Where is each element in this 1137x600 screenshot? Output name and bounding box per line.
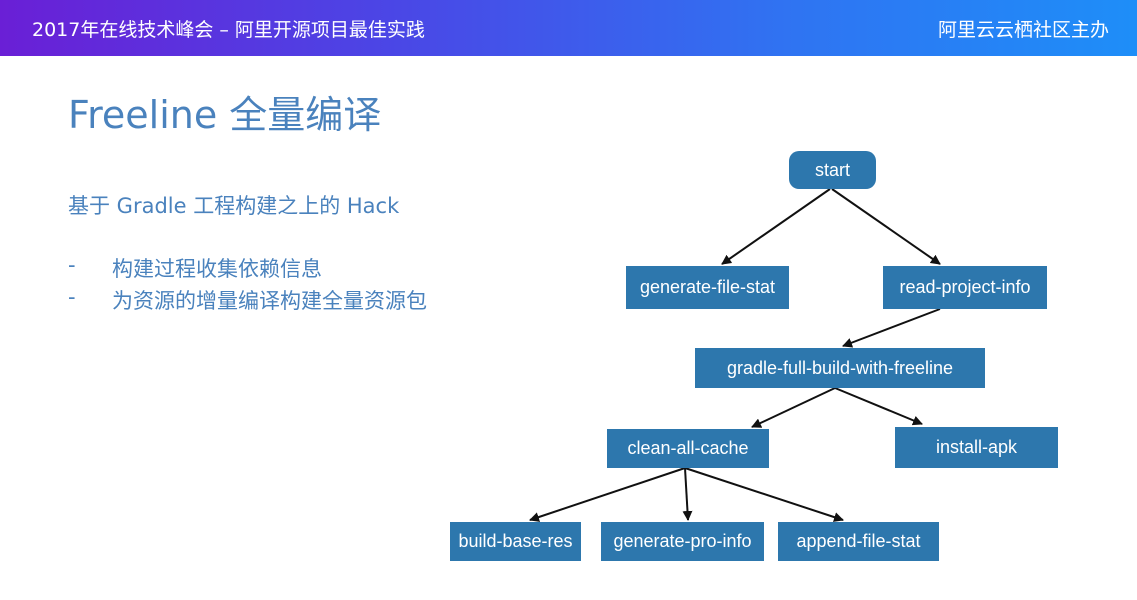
edge-start-read-project-info [831,188,941,265]
edge-clean-append-file-stat [684,467,844,522]
slide-title: Freeline 全量编译 [68,93,382,137]
node-gradle-full-build-with-freeline: gradle-full-build-with-freeline [695,348,985,388]
edge-clean-generate-pro-info [682,467,693,521]
edge-start-generate-file-stat [721,188,831,265]
event-title: 2017年在线技术峰会 – 阿里开源项目最佳实践 [32,19,425,41]
host-label: 阿里云云栖社区主办 [937,19,1109,41]
intro-text: 基于 Gradle 工程构建之上的 Hack [68,194,400,218]
node-generate-pro-info: generate-pro-info [601,522,764,561]
edge-clean-build-base-res [529,467,686,522]
edge-gradle-clean-all-cache [751,387,836,428]
edge-read-project-info-gradle [842,308,941,348]
node-build-base-res: build-base-res [450,522,581,561]
bullet-dash: - [68,285,76,309]
node-read-project-info: read-project-info [883,266,1047,309]
bullet-text: 构建过程收集依赖信息 [112,257,322,281]
node-start: start [789,151,876,189]
node-install-apk: install-apk [895,427,1058,468]
node-generate-file-stat: generate-file-stat [626,266,789,309]
header-banner: 2017年在线技术峰会 – 阿里开源项目最佳实践 阿里云云栖社区主办 [0,0,1137,56]
edge-gradle-install-apk [834,387,923,426]
bullet-dash: - [68,253,76,277]
node-clean-all-cache: clean-all-cache [607,429,769,468]
bullet-text: 为资源的增量编译构建全量资源包 [112,289,427,313]
node-append-file-stat: append-file-stat [778,522,939,561]
